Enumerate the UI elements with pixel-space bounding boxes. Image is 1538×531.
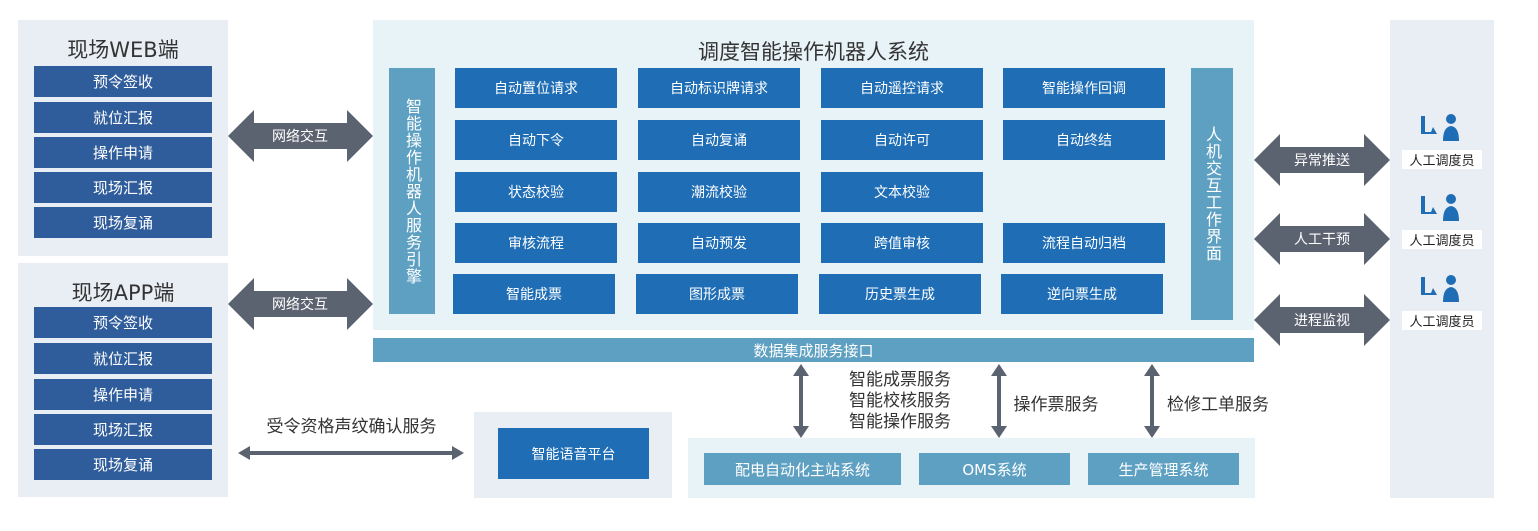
dispatcher-label-1: 人工调度员 <box>1402 150 1482 169</box>
graphic-ticket-button[interactable]: 图形成票 <box>636 274 798 314</box>
app-item-2[interactable]: 就位汇报 <box>34 343 212 374</box>
voice-platform-button[interactable]: 智能语音平台 <box>498 428 649 479</box>
app-item-3[interactable]: 操作申请 <box>34 379 212 410</box>
auto-repeat-button[interactable]: 自动复诵 <box>638 120 800 160</box>
production-system-button[interactable]: 生产管理系统 <box>1088 453 1239 485</box>
web-item-5[interactable]: 现场复诵 <box>34 207 212 238</box>
web-item-3[interactable]: 操作申请 <box>34 137 212 168</box>
progress-monitor-label: 进程监视 <box>1294 313 1350 329</box>
service-label-3: 检修工单服务 <box>1167 395 1269 415</box>
data-integration-strip: 数据集成服务接口 <box>373 338 1254 362</box>
service-arrow-3 <box>1144 364 1160 438</box>
auto-finish-button[interactable]: 自动终结 <box>1003 120 1165 160</box>
manual-intervention-label: 人工干预 <box>1294 232 1350 248</box>
network-arrow-2 <box>228 278 373 330</box>
exception-push-arrow <box>1254 134 1390 186</box>
history-ticket-button[interactable]: 历史票生成 <box>819 274 981 314</box>
web-panel-title: 现场WEB端 <box>67 38 179 62</box>
dispatcher-label-2: 人工调度员 <box>1402 230 1482 249</box>
auto-set-request-button[interactable]: 自动置位请求 <box>455 68 617 108</box>
smart-ticket-button[interactable]: 智能成票 <box>453 274 615 314</box>
dms-system-button[interactable]: 配电自动化主站系统 <box>704 453 901 485</box>
app-panel-title: 现场APP端 <box>71 281 175 305</box>
service-label-2: 操作票服务 <box>1013 395 1099 415</box>
review-flow-button[interactable]: 审核流程 <box>455 223 617 263</box>
auto-permit-button[interactable]: 自动许可 <box>821 120 983 160</box>
flow-check-button[interactable]: 潮流校验 <box>638 172 800 212</box>
reverse-ticket-button[interactable]: 逆向票生成 <box>1001 274 1163 314</box>
network-arrow-2-label: 网络交互 <box>272 297 328 313</box>
network-arrow-1-label: 网络交互 <box>272 129 328 145</box>
auto-order-button[interactable]: 自动下令 <box>455 120 617 160</box>
service-label-1c: 智能操作服务 <box>849 412 951 432</box>
hmi-interface-column: 人机交互工作界面 <box>1191 68 1233 320</box>
web-item-2[interactable]: 就位汇报 <box>34 102 212 133</box>
manual-intervention-arrow <box>1254 213 1390 265</box>
web-item-1[interactable]: 预令签收 <box>34 66 212 97</box>
service-engine-column: 智能操作机器人服务引擎 <box>389 68 435 314</box>
state-check-button[interactable]: 状态校验 <box>455 172 617 212</box>
web-panel: 现场WEB端 预令签收 就位汇报 操作申请 现场汇报 现场复诵 <box>18 20 228 256</box>
app-item-4[interactable]: 现场汇报 <box>34 414 212 445</box>
dispatcher-panel <box>1390 20 1494 498</box>
dispatcher-icon <box>1421 275 1459 302</box>
voice-arrow <box>238 446 464 460</box>
robot-system-title: 调度智能操作机器人系统 <box>698 40 929 64</box>
oms-system-button[interactable]: OMS系统 <box>919 453 1070 485</box>
exception-push-label: 异常推送 <box>1294 153 1350 169</box>
app-item-1[interactable]: 预令签收 <box>34 307 212 338</box>
service-arrow-2 <box>991 364 1007 438</box>
auto-archive-button[interactable]: 流程自动归档 <box>1003 223 1165 263</box>
voice-arrow-label: 受令资格声纹确认服务 <box>266 417 437 437</box>
app-panel: 现场APP端 预令签收 就位汇报 操作申请 现场汇报 现场复诵 <box>18 263 228 497</box>
dispatcher-icon <box>1421 114 1459 141</box>
service-arrow-1 <box>793 364 809 438</box>
network-arrow-1 <box>228 110 373 162</box>
app-item-5[interactable]: 现场复诵 <box>34 449 212 480</box>
dispatcher-label-3: 人工调度员 <box>1402 311 1482 330</box>
cross-shift-review-button[interactable]: 跨值审核 <box>821 223 983 263</box>
progress-monitor-arrow <box>1254 294 1390 346</box>
web-item-4[interactable]: 现场汇报 <box>34 172 212 203</box>
auto-remote-control-button[interactable]: 自动遥控请求 <box>821 68 983 108</box>
auto-predispatch-button[interactable]: 自动预发 <box>638 223 800 263</box>
smart-callback-button[interactable]: 智能操作回调 <box>1003 68 1165 108</box>
service-label-1b: 智能校核服务 <box>849 391 951 411</box>
auto-tag-request-button[interactable]: 自动标识牌请求 <box>638 68 800 108</box>
service-label-1a: 智能成票服务 <box>849 370 951 390</box>
text-check-button[interactable]: 文本校验 <box>821 172 983 212</box>
dispatcher-icon <box>1421 194 1459 221</box>
